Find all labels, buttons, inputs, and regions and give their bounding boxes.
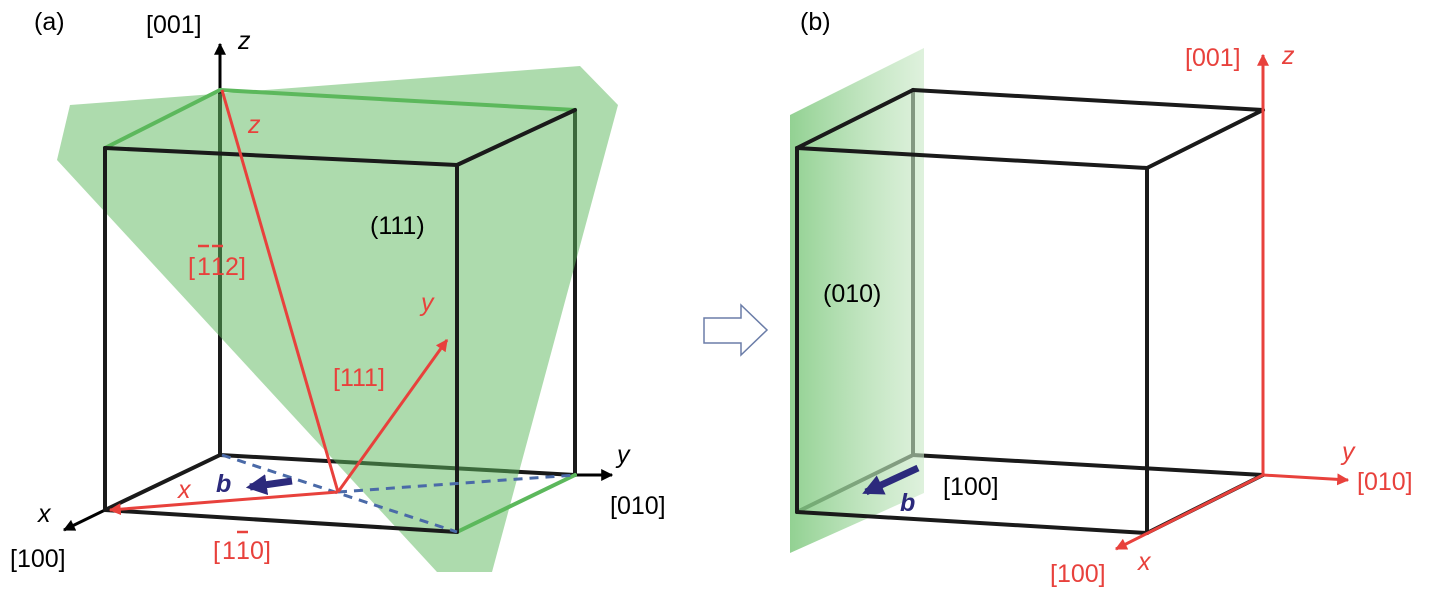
cube-a-bottom-right-edge xyxy=(455,473,577,534)
plane-111-label: (111) xyxy=(370,212,425,240)
axis-b-z-direction: [001] xyxy=(1185,44,1241,72)
hollow-right-arrow-icon xyxy=(703,303,769,357)
svg-text:]: ] xyxy=(264,537,271,565)
axis-a-z-letter: z xyxy=(237,27,251,55)
panel-a-label: (a) xyxy=(34,8,65,36)
burgers-vector-a-arrow xyxy=(245,474,293,496)
local-z-direction-digit-1: 1 xyxy=(197,253,211,281)
svg-text:]: ] xyxy=(239,253,246,281)
local-z-direction-digit-3: 2 xyxy=(225,253,239,281)
cube-b-top-front-edge xyxy=(795,146,1149,170)
local-y-direction-label: [111] xyxy=(333,364,385,392)
local-z-letter: z xyxy=(247,111,261,139)
cube-b-front-bottom-edge xyxy=(795,510,1149,535)
axis-a-y-letter: y xyxy=(615,441,631,469)
axis-a-y-direction: [010] xyxy=(610,492,666,520)
cube-a-top-front-edge xyxy=(103,146,459,167)
burgers-vector-b-direction: [100] xyxy=(943,473,999,501)
axis-a-x-direction: [100] xyxy=(10,545,66,573)
panel-a: (a) [001] z y [010] xyxy=(10,8,666,573)
svg-text:[: [ xyxy=(188,253,195,281)
axis-b-y-direction: [010] xyxy=(1357,468,1413,496)
axis-b-y-letter: y xyxy=(1340,438,1356,466)
cube-b-top-left-edge xyxy=(795,88,915,150)
burgers-vector-a-label: b xyxy=(216,470,231,498)
local-x-letter: x xyxy=(177,476,192,504)
axis-a-x-letter: x xyxy=(37,500,52,528)
axis-b-z-letter: z xyxy=(1281,42,1295,70)
local-z-line xyxy=(220,89,340,493)
svg-text:[: [ xyxy=(213,537,220,565)
plane-010-surface xyxy=(790,48,924,553)
local-x-direction-digit-2: 1 xyxy=(236,537,250,565)
cube-b-top-right-edge xyxy=(1145,108,1265,170)
local-z-direction-label: [ 1 1 2 ] xyxy=(188,244,246,281)
local-x-arrow xyxy=(108,490,339,516)
cube-a-top-left-edge xyxy=(103,88,222,150)
axis-b-x-arrow xyxy=(1114,473,1264,551)
local-x-direction-digit-3: 0 xyxy=(250,537,264,565)
cube-a-back-left-bottom-edge xyxy=(103,453,222,512)
axis-b-x-direction: [100] xyxy=(1050,560,1106,588)
panel-b: (b) [001] z y [010] x [100] (010) [100] … xyxy=(790,8,1413,588)
local-x-direction-label: [ 1 1 0 ] xyxy=(213,530,271,565)
local-y-arrow xyxy=(336,339,449,493)
axis-b-y-arrow xyxy=(1262,473,1350,486)
cube-a-top-back-edge xyxy=(218,88,577,112)
local-x-direction-digit-1: 1 xyxy=(222,537,236,565)
axis-a-z-direction: [001] xyxy=(146,11,202,39)
burgers-vector-b-arrow xyxy=(862,464,920,496)
axis-b-x-letter: x xyxy=(1137,548,1152,576)
local-z-direction-digit-2: 1 xyxy=(211,253,225,281)
dashed-trace-right xyxy=(337,473,576,494)
burgers-vector-b-label: b xyxy=(900,489,915,517)
plane-111-surface xyxy=(57,66,618,572)
panel-b-label: (b) xyxy=(800,8,831,36)
cube-b-back-bottom-edge xyxy=(911,453,1265,477)
axis-a-x-arrow xyxy=(62,508,106,532)
plane-010-label: (010) xyxy=(823,280,881,308)
cube-a-top-right-edge xyxy=(455,108,577,167)
cube-b-top-back-edge xyxy=(911,88,1265,112)
cube-a-front-bottom-edge xyxy=(103,508,459,534)
local-y-letter: y xyxy=(419,289,435,317)
